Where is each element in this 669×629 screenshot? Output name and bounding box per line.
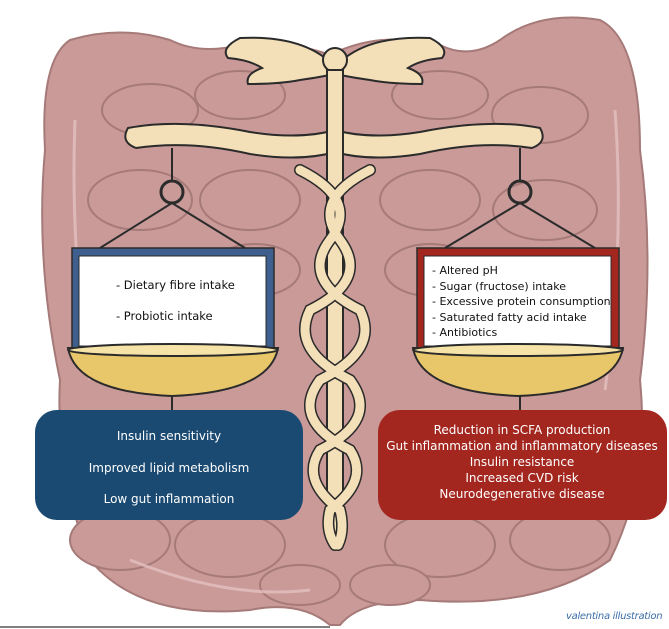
left-outcome-item: Low gut inflammation [38,484,300,516]
left-outcome-list: Insulin sensitivity Improved lipid metab… [38,421,300,516]
left-factor-item: - Probiotic intake [116,309,266,324]
right-factor-item: - Altered pH [432,263,632,279]
right-factor-item: - Excessive protein consumption [432,294,632,310]
left-factor-item: - Dietary fibre intake [116,278,266,293]
right-outcome-item: Neurodegenerative disease [376,486,668,502]
right-factor-item: - Sugar (fructose) intake [432,279,632,295]
right-factor-list: - Altered pH - Sugar (fructose) intake -… [432,263,632,341]
right-outcome-list: Reduction in SCFA production Gut inflamm… [376,422,668,502]
left-factor-list: - Dietary fibre intake - Probiotic intak… [116,278,266,340]
left-outcome-item: Improved lipid metabolism [38,453,300,485]
artist-credit: valentina illustration [566,611,662,622]
right-outcome-item: Gut inflammation and inflammatory diseas… [376,438,668,454]
right-factor-item: - Antibiotics [432,325,632,341]
left-outcome-item: Insulin sensitivity [38,421,300,453]
right-outcome-item: Increased CVD risk [376,470,668,486]
right-outcome-item: Reduction in SCFA production [376,422,668,438]
right-factor-item: - Saturated fatty acid intake [432,310,632,326]
right-outcome-item: Insulin resistance [376,454,668,470]
